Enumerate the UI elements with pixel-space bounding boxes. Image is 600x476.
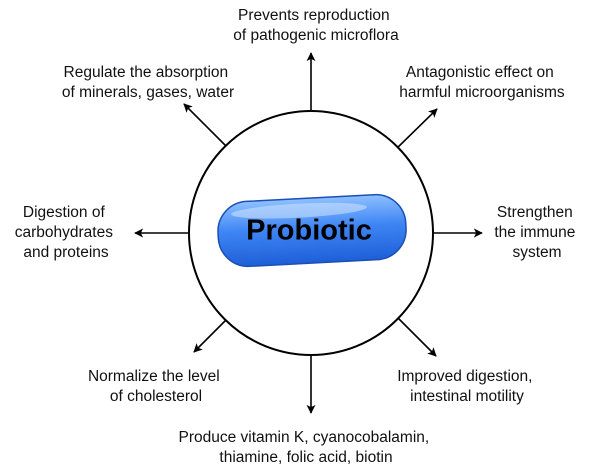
label-bottom: Produce vitamin K, cyanocobalamin, thiam… [178,429,433,466]
label-bottom-right: Improved digestion, intestinal motility [397,368,537,405]
label-right: Strengthen the immune system [494,204,579,261]
effect-labels: Prevents reproduction of pathogenic micr… [15,7,579,466]
label-left: Digestion of carbohydrates and proteins [15,204,118,261]
arrow-top-right [392,108,438,153]
arrow-top-left [183,103,231,151]
label-top-left: Regulate the absorption of minerals, gas… [62,64,234,101]
label-top-right: Antagonistic effect on harmful microorga… [399,64,565,101]
label-top: Prevents reproduction of pathogenic micr… [233,7,399,44]
arrows [134,52,483,414]
arrow-bottom-right [397,317,437,357]
label-bottom-left: Normalize the level of cholesterol [88,368,224,405]
arrow-bottom-left [193,315,231,353]
probiotic-pill: Probiotic [217,193,407,268]
pill-highlight [231,202,367,219]
center-label: Probiotic [246,215,372,247]
